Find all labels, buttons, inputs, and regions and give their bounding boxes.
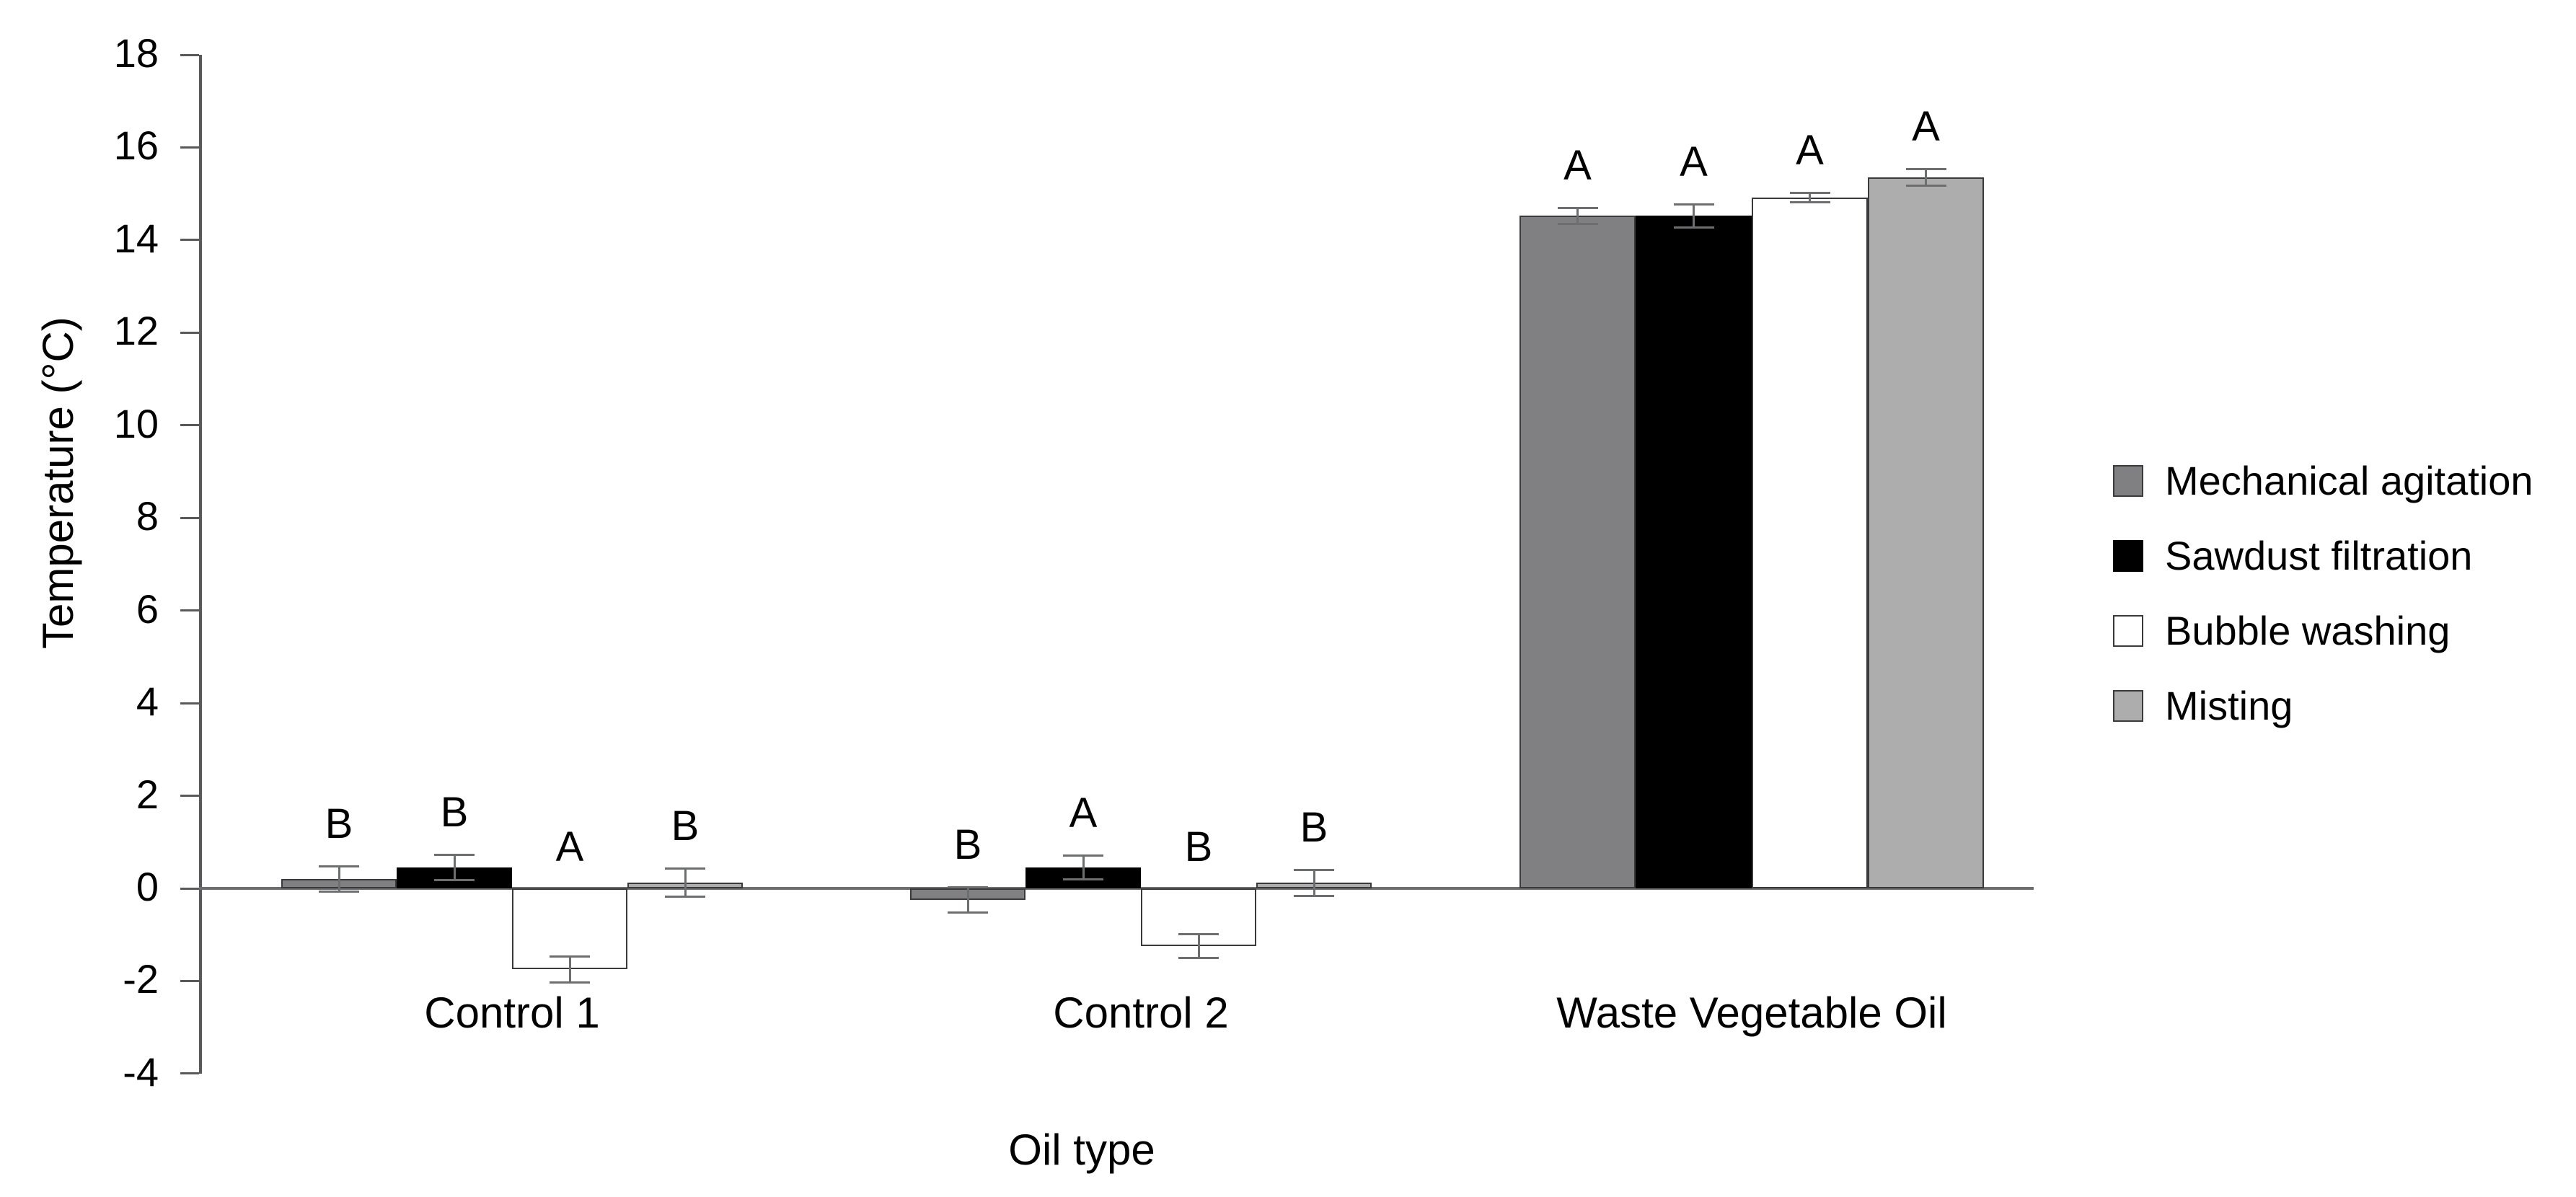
y-axis-tick-label: 12: [113, 308, 159, 354]
significance-letter: B: [1300, 804, 1328, 852]
x-axis-group-label: Control 1: [424, 989, 600, 1037]
error-bar-mist-group-1: [665, 867, 705, 898]
legend-swatch-icon: [2113, 540, 2143, 572]
error-bar-mist-group-3: [1905, 168, 1946, 187]
y-axis-tick: [180, 516, 199, 519]
legend-swatch-icon: [2113, 465, 2143, 497]
y-axis-tick: [180, 702, 199, 704]
y-axis-tick-label: 6: [136, 586, 159, 632]
bar-saw-group-3: [1636, 216, 1752, 888]
error-bar-bub-group-2: [1178, 933, 1219, 960]
y-axis-tick-label: 18: [113, 30, 159, 76]
error-bar-mech-group-3: [1557, 206, 1598, 226]
y-axis-tick-label: 0: [136, 864, 159, 909]
significance-letter: A: [1680, 138, 1708, 186]
bar-mech-group-3: [1519, 216, 1636, 888]
significance-letter: A: [555, 823, 584, 870]
y-axis-tick-label: 14: [113, 215, 159, 261]
error-bar-bub-group-3: [1789, 192, 1830, 203]
significance-letter: A: [1912, 103, 1940, 151]
y-axis-tick: [180, 53, 199, 56]
significance-letter: A: [1069, 790, 1098, 837]
y-axis-tick-label: 8: [136, 493, 159, 539]
bar-mist-group-3: [1868, 177, 1984, 888]
y-axis-tick: [180, 795, 199, 798]
y-axis-tick: [180, 1072, 199, 1075]
y-axis-tick: [180, 424, 199, 427]
error-bar-mist-group-2: [1294, 869, 1334, 897]
bar-bub-group-3: [1752, 197, 1868, 888]
legend-item-saw[interactable]: Sawdust filtration: [2113, 533, 2473, 578]
y-axis-tick: [180, 887, 199, 890]
x-axis-title: Oil type: [1008, 1126, 1155, 1174]
legend-label: Misting: [2165, 683, 2293, 728]
significance-letter: B: [1184, 823, 1213, 870]
y-axis-tick-label: 16: [113, 123, 159, 169]
error-bar-bub-group-1: [550, 955, 590, 984]
legend-swatch-icon: [2113, 615, 2143, 647]
error-bar-mech-group-1: [319, 865, 359, 893]
error-bar-mech-group-2: [948, 885, 988, 914]
legend-label: Sawdust filtration: [2165, 533, 2473, 578]
y-axis-tick: [180, 979, 199, 982]
legend-label: Bubble washing: [2165, 608, 2451, 653]
y-axis-tick: [180, 331, 199, 334]
x-axis-group-label: Control 2: [1053, 989, 1229, 1037]
y-axis-tick-label: -4: [123, 1048, 159, 1095]
error-bar-saw-group-2: [1063, 854, 1103, 881]
y-axis-tick: [180, 146, 199, 149]
significance-letter: B: [325, 800, 353, 847]
legend-label: Mechanical agitation: [2165, 458, 2533, 503]
significance-letter: B: [440, 788, 469, 836]
significance-letter: A: [1796, 127, 1824, 175]
significance-letter: A: [1563, 141, 1592, 189]
y-axis-line: [199, 55, 202, 1074]
x-axis-group-label: Waste Vegetable Oil: [1556, 989, 1947, 1037]
significance-letter: B: [671, 803, 700, 850]
y-axis-tick-label: -2: [123, 956, 159, 1002]
error-bar-saw-group-3: [1673, 203, 1714, 229]
legend-swatch-icon: [2113, 690, 2143, 722]
y-axis-tick-label: 2: [136, 771, 159, 817]
significance-letter: B: [953, 821, 982, 868]
y-axis-tick: [180, 239, 199, 242]
legend-item-bub[interactable]: Bubble washing: [2113, 608, 2451, 653]
y-axis-tick-label: 10: [113, 400, 159, 446]
zero-baseline: [199, 887, 2034, 890]
y-axis-tick-label: 4: [136, 679, 159, 725]
y-axis-tick: [180, 609, 199, 612]
legend-item-mist[interactable]: Misting: [2113, 683, 2293, 728]
legend-item-mech[interactable]: Mechanical agitation: [2113, 458, 2533, 503]
error-bar-saw-group-1: [434, 853, 475, 882]
